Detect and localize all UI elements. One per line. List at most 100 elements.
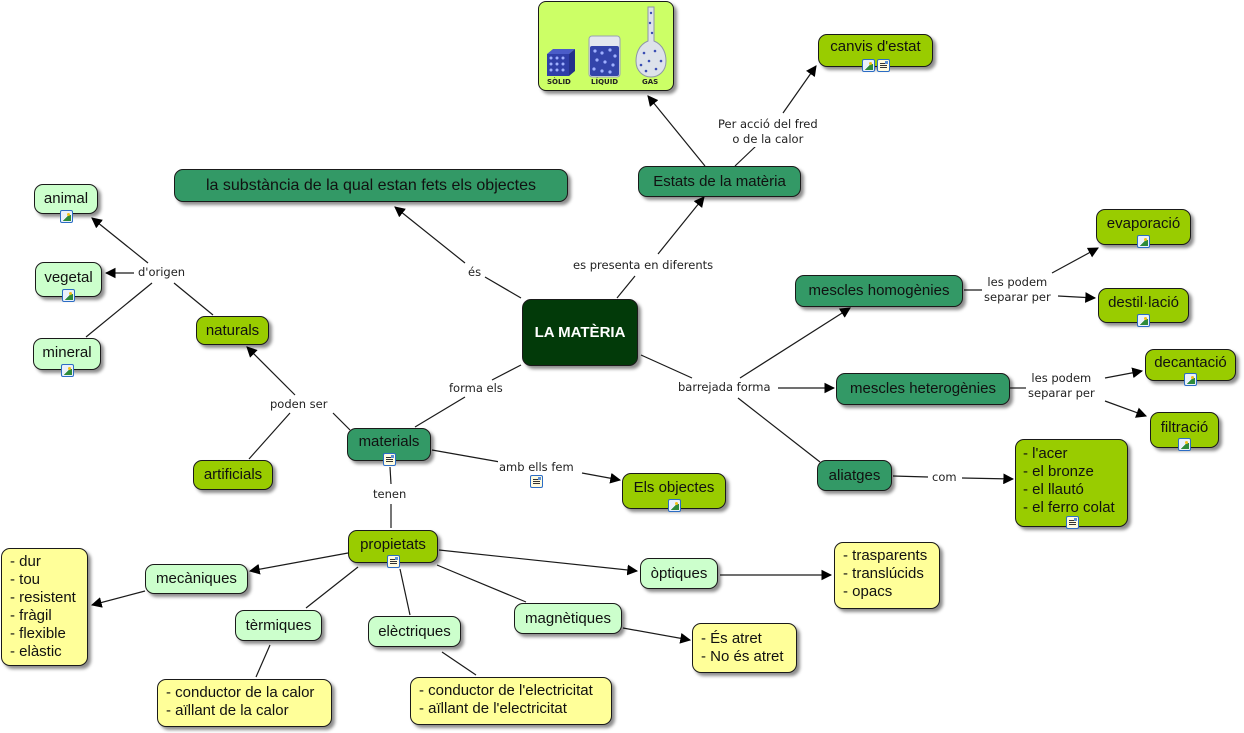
link-line [305, 566, 359, 609]
link-line [739, 307, 851, 379]
artificials-node[interactable]: artificials [193, 460, 273, 490]
link-label-com: com [931, 470, 958, 485]
naturals-node[interactable]: naturals [196, 316, 269, 345]
link-line [734, 145, 757, 167]
link-line [491, 364, 522, 381]
gas-flask-icon [635, 6, 667, 78]
link-line [394, 206, 466, 264]
propietats-node[interactable]: propietats [348, 530, 438, 568]
image-icon[interactable] [1137, 235, 1150, 248]
optiques-list-node[interactable]: - trasparents - translúcids - opacs [834, 542, 940, 609]
decantacio-node[interactable]: decantació [1145, 349, 1236, 386]
document-icon[interactable] [382, 453, 396, 466]
link-line [399, 568, 411, 616]
solid-cube-icon [547, 49, 575, 76]
materials-label: materials [358, 433, 420, 450]
propietats-label: propietats [360, 536, 426, 553]
magnetiques-list-node[interactable]: - És atret - No és atret [692, 623, 797, 673]
aliatges-label: aliatges [828, 467, 881, 484]
artificials-label: artificials [203, 466, 263, 483]
naturals-label: naturals [205, 322, 260, 339]
link-label-line: separar per [984, 290, 1051, 304]
link-label-poden-ser: poden ser [269, 397, 329, 412]
link-line [414, 396, 466, 428]
image-icon[interactable] [1178, 438, 1191, 451]
termiques-list-node[interactable]: - conductor de la calor - aïllant de la … [157, 679, 332, 727]
electriques-list-node[interactable]: - conductor de l'electricitat - aïllant … [410, 677, 612, 725]
image-icon[interactable] [60, 364, 74, 377]
aliatges-item: - el ferro colat [1023, 499, 1115, 516]
link-label-line: amb ells fem [499, 460, 574, 474]
central-concept-node[interactable]: LA MATÈRIA [522, 299, 638, 366]
link-label-amb-ells-fem: amb ells fem [498, 460, 575, 488]
document-icon[interactable] [876, 59, 890, 72]
link-line [91, 217, 149, 264]
canvis-estat-node[interactable]: canvis d'estat [818, 34, 933, 72]
link-line [961, 473, 1015, 485]
materials-node[interactable]: materials [347, 428, 431, 466]
mineral-label: mineral [42, 344, 92, 361]
optiques-item: - opacs [843, 583, 893, 600]
termiques-item: - conductor de la calor [166, 684, 315, 701]
mecaniques-item: - dur [10, 553, 41, 570]
image-icon[interactable] [861, 59, 875, 72]
document-icon[interactable] [1066, 516, 1079, 529]
link-line [647, 95, 706, 167]
link-label-separar-homogenies: les podem separar per [983, 275, 1052, 305]
image-icon[interactable] [59, 210, 73, 223]
els-objectes-label: Els objectes [633, 479, 715, 496]
states-of-matter-image[interactable]: SÒLID LÍQUID GAS [538, 1, 674, 91]
mescles-heterogenies-node[interactable]: mescles heterogènies [836, 373, 1010, 405]
aliatges-item: - el bronze [1023, 463, 1094, 480]
optiques-node[interactable]: òptiques [640, 558, 718, 589]
link-label-barrejada: barrejada forma [677, 380, 772, 395]
els-objectes-node[interactable]: Els objectes [622, 473, 726, 512]
image-icon[interactable] [62, 289, 75, 302]
termiques-label: tèrmiques [245, 617, 312, 634]
mecaniques-node[interactable]: mecàniques [145, 564, 248, 594]
mecaniques-label: mecàniques [156, 570, 237, 587]
link-line [248, 552, 349, 575]
document-icon[interactable] [386, 555, 400, 568]
link-line [248, 412, 291, 460]
definition-node[interactable]: la substància de la qual estan fets els … [174, 169, 568, 202]
mescles-homogenies-node[interactable]: mescles homogènies [795, 275, 963, 307]
document-icon[interactable] [529, 475, 543, 488]
link-line [581, 472, 622, 484]
image-icon[interactable] [1184, 373, 1197, 386]
image-icon[interactable] [667, 499, 681, 512]
optiques-label: òptiques [650, 565, 708, 582]
estats-node[interactable]: Estats de la matèria [638, 166, 801, 197]
aliatges-item: - l'acer [1023, 445, 1068, 462]
link-line [436, 564, 527, 603]
link-line [1104, 400, 1148, 418]
liquid-caption: LÍQUID [591, 78, 619, 86]
link-label-line: o de la calor [732, 132, 804, 146]
mineral-node[interactable]: mineral [33, 338, 101, 377]
vegetal-node[interactable]: vegetal [35, 262, 102, 302]
animal-node[interactable]: animal [34, 184, 98, 223]
link-line [737, 397, 821, 463]
link-label-tenen: tenen [372, 487, 408, 502]
link-line [1051, 247, 1099, 274]
termiques-node[interactable]: tèrmiques [235, 610, 322, 641]
electriques-node[interactable]: elèctriques [368, 616, 461, 647]
magnetiques-node[interactable]: magnètiques [514, 603, 622, 634]
estats-label: Estats de la matèria [653, 173, 786, 190]
link-line [431, 449, 501, 463]
aliatges-list-node[interactable]: - l'acer - el bronze - el llautó - el fe… [1015, 439, 1128, 529]
mecaniques-list-node[interactable]: - dur - tou - resistent - fràgil - flexi… [1, 548, 88, 666]
link-line [657, 196, 705, 255]
magnetiques-label: magnètiques [525, 610, 611, 627]
evaporacio-node[interactable]: evaporació [1096, 209, 1191, 248]
aliatges-node[interactable]: aliatges [817, 460, 892, 491]
mecaniques-item: - tou [10, 571, 41, 588]
optiques-item: - trasparents [843, 547, 928, 564]
mecaniques-item: - fràgil [10, 607, 52, 624]
link-label-line: separar per [1028, 386, 1095, 400]
definition-label: la substància de la qual estan fets els … [206, 177, 536, 194]
filtracio-node[interactable]: filtració [1150, 412, 1219, 451]
mescles-homogenies-label: mescles homogènies [808, 282, 950, 299]
image-icon[interactable] [1137, 314, 1150, 327]
destillacio-node[interactable]: destil·lació [1098, 288, 1189, 327]
